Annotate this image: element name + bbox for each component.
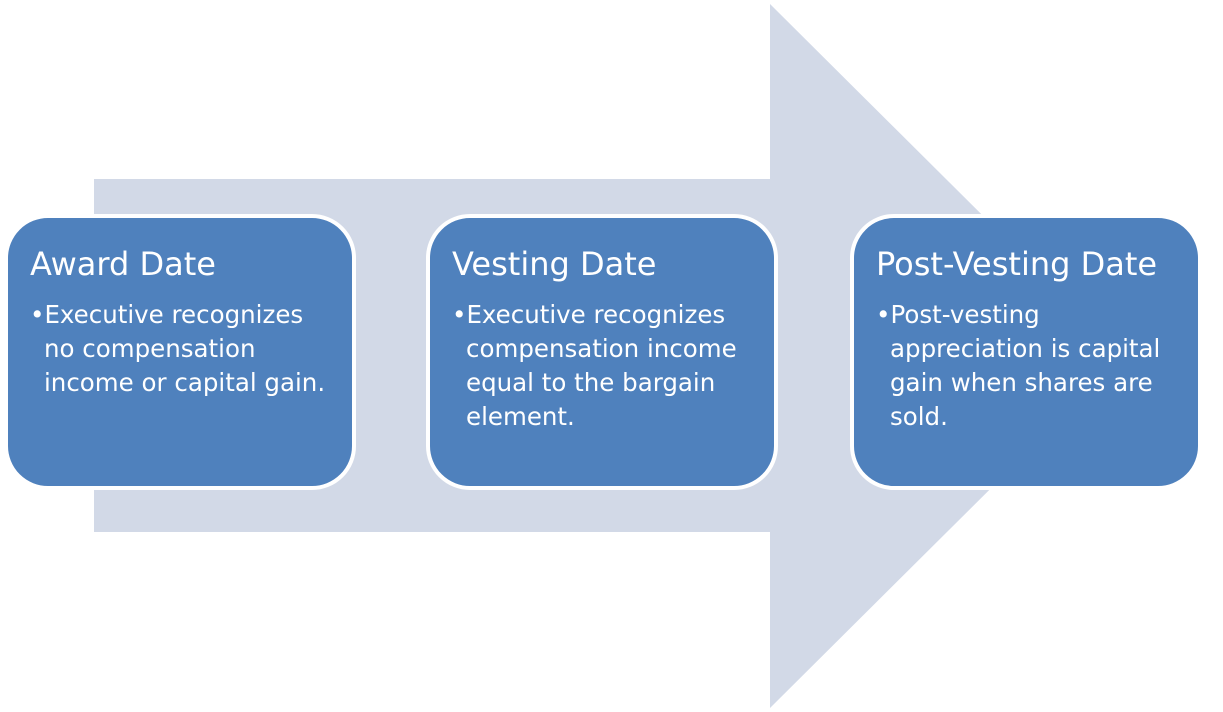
stage-description: •Executive recognizes compensation incom… — [452, 300, 737, 431]
stage-description: •Executive recognizes no compensation in… — [30, 300, 326, 397]
stage-vesting-date: Vesting Date •Executive recognizes compe… — [426, 214, 778, 490]
stage-title: Vesting Date — [452, 245, 657, 283]
stage-award-date: Award Date •Executive recognizes no comp… — [4, 214, 356, 490]
stage-title: Post-Vesting Date — [876, 245, 1158, 283]
stage-post-vesting-date: Post-Vesting Date •Post-vesting apprecia… — [850, 214, 1202, 490]
stage-title: Award Date — [30, 245, 216, 283]
stage-description: •Post-vesting appreciation is capital ga… — [876, 300, 1161, 431]
